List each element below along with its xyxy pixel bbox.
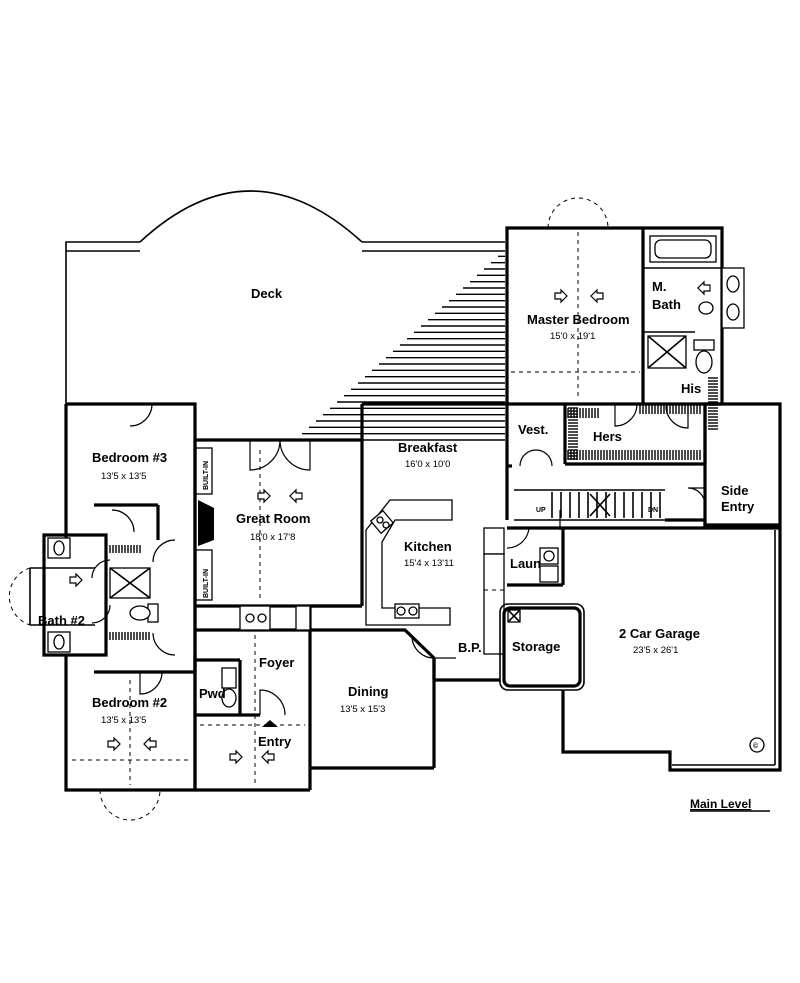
room-label-side-entry-1: Side (721, 483, 748, 498)
room-label-dining: Dining (348, 684, 388, 699)
room-label-kitchen: Kitchen (404, 539, 452, 554)
room-dims-dining: 13'5 x 15'3 (340, 704, 385, 715)
room-label-master-bedroom: Master Bedroom (527, 312, 630, 327)
room-dims-kitchen: 15'4 x 13'11 (404, 558, 454, 569)
foyer-walls (193, 605, 362, 792)
built-in-label-top: BUILT-IN (203, 461, 210, 490)
room-label-vest: Vest. (518, 422, 548, 437)
great-room-walls (193, 438, 362, 608)
room-label-side-entry-2: Entry (721, 499, 755, 514)
room-label-laun: Laun (510, 556, 541, 571)
room-label-m-bath-1: M. (652, 279, 666, 294)
arrow-right-icon (257, 488, 271, 504)
arrow-left-icon (697, 280, 711, 296)
arrow-right-icon (107, 736, 121, 752)
room-dims-great-room: 18'0 x 17'8 (250, 532, 295, 543)
room-label-breakfast: Breakfast (398, 440, 458, 455)
arrow-left-icon (289, 488, 303, 504)
room-dims-breakfast: 16'0 x 10'0 (405, 459, 450, 470)
arrow-left-icon (261, 749, 275, 765)
closet-shelving (109, 377, 718, 640)
room-label-his: His (681, 381, 701, 396)
laundry-stair (506, 489, 665, 587)
room-dims-bedroom2: 13'5 x 13'5 (101, 715, 146, 726)
bedroom2-walls (64, 655, 197, 821)
room-label-bedroom2: Bedroom #2 (92, 695, 167, 710)
storage-walls (499, 603, 585, 691)
deck-stairs (295, 255, 505, 441)
copyright-symbol: © (753, 742, 759, 750)
arrow-right-icon (69, 572, 83, 588)
room-label-bedroom3: Bedroom #3 (92, 450, 167, 465)
room-label-foyer: Foyer (259, 655, 294, 670)
garage-walls (559, 510, 782, 772)
copyright-mark (749, 737, 765, 753)
room-label-entry: Entry (258, 734, 292, 749)
room-dims-master-bedroom: 15'0 x 19'1 (550, 331, 595, 342)
room-dims-bedroom3: 13'5 x 13'5 (101, 471, 146, 482)
room-label-storage: Storage (512, 639, 560, 654)
room-label-bp: B.P. (458, 640, 482, 655)
room-label-garage: 2 Car Garage (619, 626, 700, 641)
room-label-pwd: Pwd (199, 686, 226, 701)
bed-direction-arrows (69, 280, 711, 765)
bedroom3-walls (64, 402, 197, 672)
dining-walls (310, 604, 436, 770)
arrow-right-icon (554, 288, 568, 304)
room-label-deck: Deck (251, 286, 283, 301)
bath2-walls (8, 533, 176, 657)
master-door-swing (547, 197, 609, 229)
deck-outline (65, 190, 505, 404)
stair-up-label: UP (536, 507, 546, 514)
room-label-great-room: Great Room (236, 511, 310, 526)
side-entry-walls (687, 402, 782, 527)
toilet (693, 339, 715, 351)
arrow-left-icon (590, 288, 604, 304)
arrow-left-icon (143, 736, 157, 752)
room-dims-garage: 23'5 x 26'1 (633, 645, 678, 656)
plan-title: Main Level (690, 797, 751, 811)
kitchen-walls (360, 402, 509, 682)
arrow-right-icon (229, 749, 243, 765)
room-label-m-bath-2: Bath (652, 297, 681, 312)
room-label-hers: Hers (593, 429, 622, 444)
built-in-label-bottom: BUILT-IN (203, 569, 210, 598)
stair-down-label: DN (648, 507, 658, 514)
room-label-bath2: Bath #2 (38, 613, 85, 628)
